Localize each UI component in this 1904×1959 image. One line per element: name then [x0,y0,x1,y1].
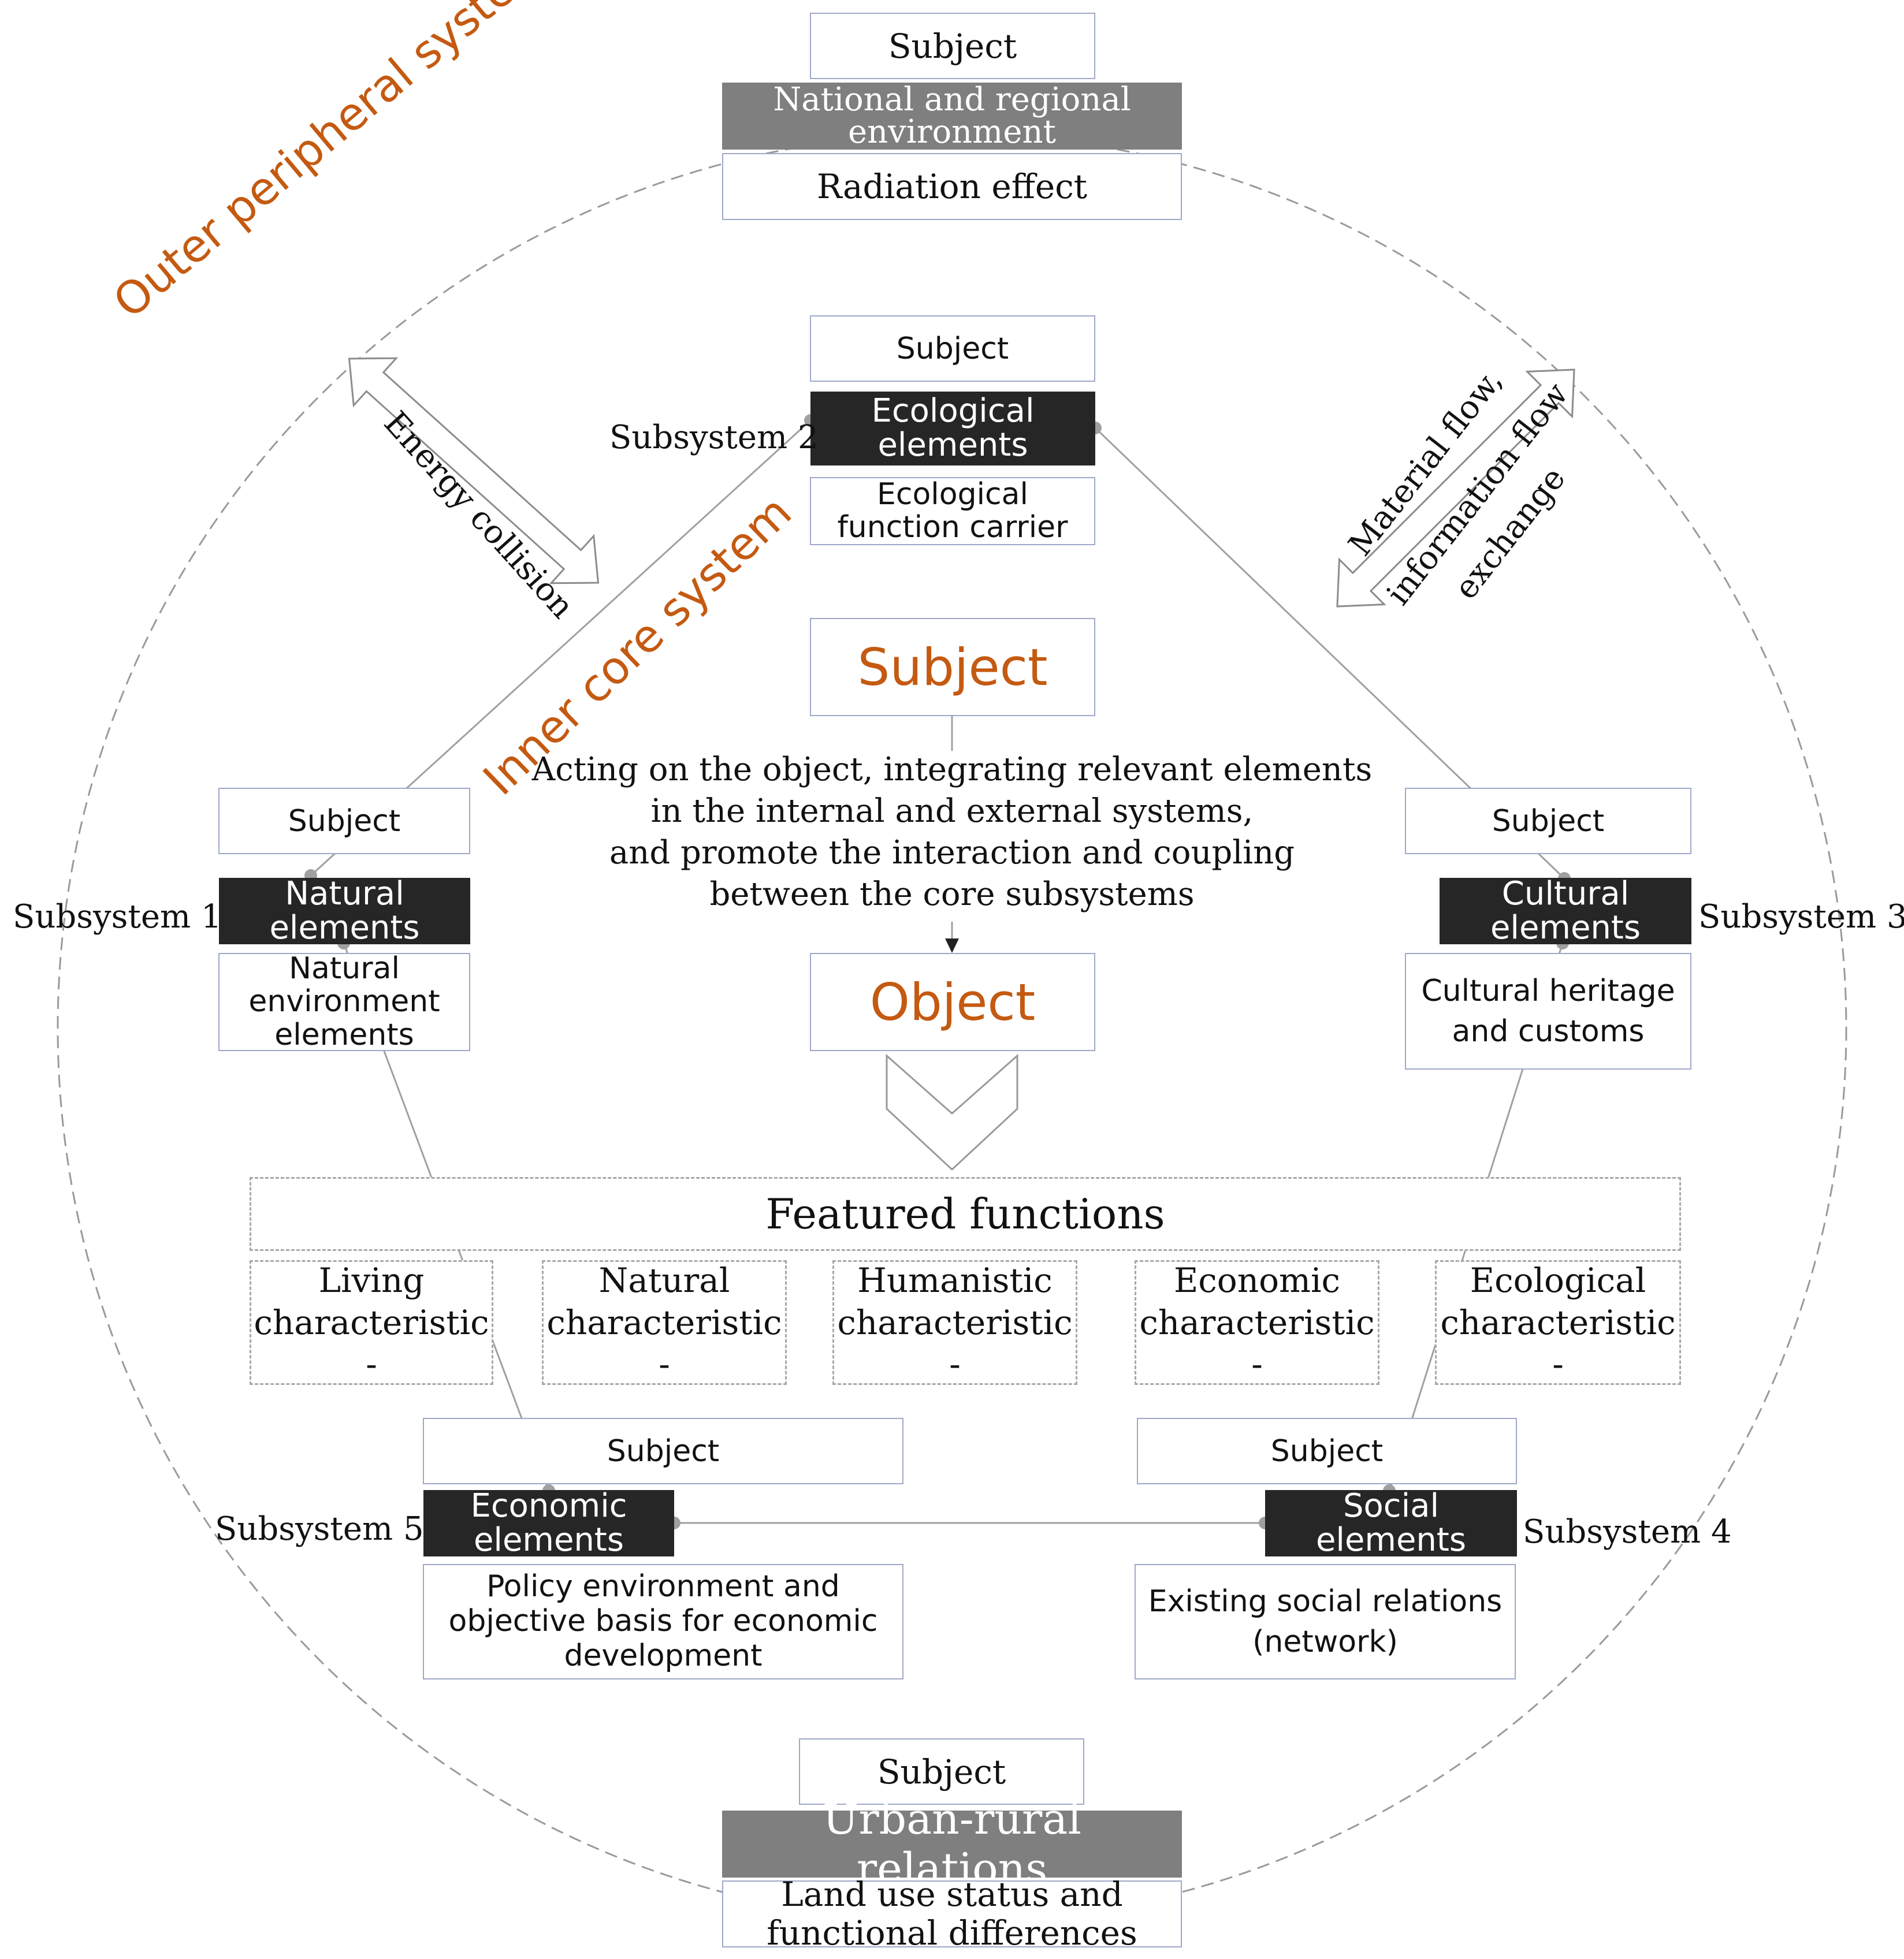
sub3-carrier-box: Cultural heritage and customs [1405,953,1691,1070]
sub4-element-line2: elements [1315,1521,1467,1559]
sub2-element-box: Ecological elements [810,392,1095,465]
featured-functions-box: Featured functions [250,1177,1681,1251]
sub2-carrier-line2: function carrier [837,510,1068,545]
bottom-subject-box: Subject [799,1738,1084,1805]
featured-functions-title: Featured functions [765,1190,1165,1238]
sub4-carrier-line1: Existing social relations [1148,1584,1503,1619]
sub1-carrier-line3: elements [274,1017,414,1052]
energy-collision-double-arrow [348,357,600,584]
sub3-element-box: Cultural elements [1440,874,1691,947]
feature-economic-line2: characteristic - [1139,1302,1375,1384]
feature-humanistic-line1: Humanistic [857,1261,1053,1301]
sub2-subject-box: Subject [810,315,1095,382]
object-label: Object [869,972,1036,1032]
sub4-label: Subsystem 4 [1523,1513,1732,1551]
feature-economic-line1: Economic [1173,1261,1341,1301]
sub2-element-line1: Ecological [871,392,1035,430]
sub2-label: Subsystem 2 [609,419,819,456]
center-subject-box: Subject [810,618,1095,716]
sub3-element-line2: elements [1490,908,1641,947]
sub5-carrier-line2: objective basis for economic [448,1604,878,1639]
top-carrier: Radiation effect [816,167,1088,206]
sub1-carrier-box: Natural environment elements [218,951,470,1052]
sub3-carrier-line1: Cultural heritage [1421,973,1675,1008]
sub1-carrier-line1: Natural [289,951,400,986]
sub4-carrier-line2: (network) [1252,1625,1398,1659]
sub3-carrier-line2: and customs [1452,1014,1645,1049]
down-chevron-arrow [886,1053,1018,1171]
material-flow-double-arrow [1336,368,1575,608]
sub1-subject: Subject [288,803,401,839]
sub4-subject: Subject [1270,1433,1384,1469]
sub1-element-line2: elements [269,908,420,947]
bottom-element-box: Urban-rural relations [722,1794,1182,1894]
sub1-element-box: Natural elements [219,874,470,947]
top-carrier-box: Radiation effect [722,153,1182,220]
sub2-subject: Subject [896,331,1009,366]
feature-ecological-line2: characteristic - [1440,1302,1676,1384]
sub3-subject-box: Subject [1405,788,1691,854]
sub1-element-line1: Natural [285,874,404,913]
sub3-label: Subsystem 3 [1698,898,1904,936]
sub1-label: Subsystem 1 [13,898,222,936]
center-subject: Subject [857,637,1048,697]
feature-living-line1: Living [318,1261,425,1301]
feature-natural-line1: Natural [598,1261,730,1301]
feature-ecological-line1: Ecological [1470,1261,1646,1301]
bottom-subject: Subject [877,1752,1006,1792]
feature-living-box: Living characteristic - [250,1260,493,1385]
feature-living-line2: characteristic - [254,1302,489,1384]
sub4-carrier-box: Existing social relations (network) [1135,1564,1516,1679]
sub2-element-line2: elements [877,426,1028,464]
center-desc-line1: Acting on the object, integrating releva… [531,751,1373,788]
center-desc-line2: in the internal and external systems, [650,792,1254,830]
top-element-line1: National and regional [773,81,1131,118]
center-desc-line3: and promote the interaction and coupling [609,834,1295,872]
feature-natural-box: Natural characteristic - [542,1260,787,1385]
bottom-carrier-box: Land use status and functional differenc… [722,1875,1182,1952]
sub5-carrier-box: Policy environment and objective basis f… [423,1564,903,1679]
sub5-element-line2: elements [473,1521,624,1559]
top-subject: Subject [888,26,1017,66]
sub1-subject-box: Subject [218,788,470,854]
sub3-element-line1: Cultural [1501,874,1630,913]
sub2-carrier-box: Ecological function carrier [810,477,1095,545]
object-box: Object [810,953,1095,1051]
feature-economic-box: Economic characteristic - [1135,1260,1379,1385]
sub4-element-line1: Social [1343,1487,1440,1525]
sub5-subject: Subject [607,1433,720,1469]
bottom-carrier-line2: functional differences [767,1913,1137,1953]
top-subject-box: Subject [810,13,1095,79]
feature-ecological-box: Ecological characteristic - [1435,1260,1681,1385]
sub4-element-box: Social elements [1265,1487,1517,1559]
center-desc-line4: between the core subsystems [709,876,1195,913]
sub2-carrier-line1: Ecological [877,476,1028,512]
sub5-carrier-line1: Policy environment and [486,1569,840,1604]
bottom-carrier-line1: Land use status and [781,1875,1123,1915]
feature-humanistic-box: Humanistic characteristic - [832,1260,1077,1385]
sub1-carrier-line2: environment [248,984,440,1019]
feature-humanistic-line2: characteristic - [837,1302,1073,1384]
feature-natural-line2: characteristic - [546,1302,782,1384]
sub5-carrier-line3: development [564,1638,763,1673]
subject-object-arrowhead [945,938,959,953]
top-element-line2: environment [847,113,1057,151]
sub5-label: Subsystem 5 [215,1510,424,1548]
sub4-subject-box: Subject [1137,1418,1517,1484]
sub5-subject-box: Subject [423,1418,903,1484]
top-element-box: National and regional environment [722,83,1182,150]
sub3-subject: Subject [1492,803,1605,839]
sub5-element-box: Economic elements [423,1487,674,1559]
sub5-element-line1: Economic [470,1487,627,1525]
